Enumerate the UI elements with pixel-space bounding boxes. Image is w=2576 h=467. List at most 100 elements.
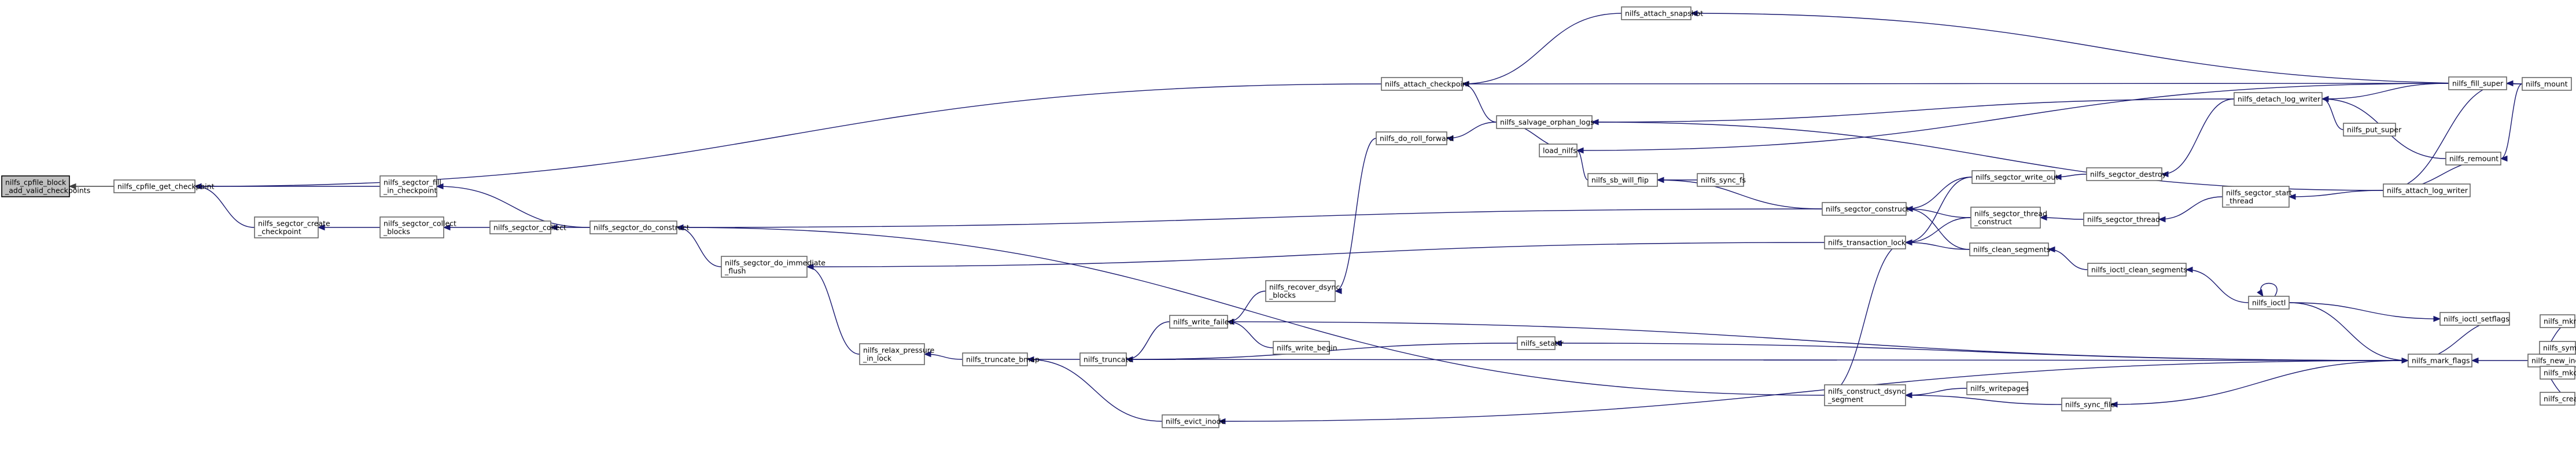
node-box — [1971, 170, 2055, 184]
edge-line — [1227, 321, 1274, 348]
node-label: nilfs_segctor_create — [258, 219, 330, 228]
node-evict[interactable]: nilfs_evict_inode — [1162, 414, 1226, 428]
node-label: nilfs_segctor_collect — [493, 223, 566, 232]
node-box — [2061, 398, 2111, 411]
node-getcp[interactable]: nilfs_cpfile_get_checkpoint — [113, 179, 214, 193]
edge-arrowhead — [68, 183, 76, 190]
node-label: nilfs_setattr — [1521, 339, 1564, 348]
node-attachlw[interactable]: nilfs_attach_log_writer — [2383, 183, 2471, 197]
node-box — [1376, 131, 1447, 145]
node-box — [1621, 6, 1691, 20]
edge-fillsuper-to-detachlw — [2321, 83, 2449, 102]
edge-line — [2161, 98, 2235, 175]
node-label: nilfs_recover_dsync — [1269, 283, 1340, 292]
node-mkdir[interactable]: nilfs_mkdir — [2540, 366, 2576, 380]
node-thrcons[interactable]: nilfs_segctor_thread_construct — [1970, 207, 2047, 229]
edge-fillsuper-to-attachcp — [1461, 80, 2449, 87]
node-cds[interactable]: nilfs_construct_dsync_segment — [1824, 384, 1906, 406]
node-create[interactable]: nilfs_segctor_create_checkpoint — [254, 216, 330, 238]
edge-arrowhead — [1226, 318, 1234, 325]
node-putsuper[interactable]: nilfs_put_super — [2343, 123, 2402, 137]
node-label: nilfs_segctor_start — [2226, 189, 2292, 197]
node-sconstruct[interactable]: nilfs_segctor_construct — [1822, 202, 1909, 216]
node-recover[interactable]: nilfs_recover_dsync_blocks — [1265, 280, 1340, 302]
node-relax[interactable]: nilfs_relax_pressure_in_lock — [859, 343, 935, 365]
node-mknod[interactable]: nilfs_mknod — [2540, 314, 2576, 328]
node-label: nilfs_remount — [2449, 155, 2498, 163]
node-box — [962, 352, 1028, 366]
edge-newinode-to-markflags — [2471, 357, 2529, 364]
node-markflags[interactable]: nilfs_mark_flags — [2408, 354, 2472, 367]
edge-syncfile-to-cds — [1904, 392, 2062, 405]
node-thread[interactable]: nilfs_segctor_thread — [2083, 212, 2160, 226]
node-label: nilfs_evict_inode — [1166, 417, 1226, 426]
node-startthr[interactable]: nilfs_segctor_start_thread — [2222, 186, 2292, 208]
edge-arrowhead — [2500, 155, 2508, 162]
node-ioctlclean[interactable]: nilfs_ioctl_clean_segments — [2087, 263, 2187, 277]
node-root: nilfs_cpfile_block_add_valid_checkpoints — [1, 175, 90, 197]
node-rollfwd[interactable]: nilfs_do_roll_forward — [1376, 131, 1454, 145]
node-snapshot[interactable]: nilfs_attach_snapshot — [1621, 6, 1703, 20]
edge-arrowhead — [1690, 10, 1698, 17]
edge-arrowhead — [194, 183, 202, 190]
node-translock[interactable]: nilfs_transaction_lock — [1824, 236, 1906, 249]
node-box — [589, 220, 677, 234]
node-destroy[interactable]: nilfs_segctor_destroy — [2086, 167, 2167, 181]
node-collect[interactable]: nilfs_segctor_collect — [489, 220, 566, 234]
node-doimm[interactable]: nilfs_segctor_do_immediate_flush — [721, 256, 826, 278]
edge-arrowhead — [1334, 288, 1342, 295]
edge-arrowhead — [1576, 147, 1584, 154]
node-doconstruct[interactable]: nilfs_segctor_do_construct — [589, 220, 690, 234]
edge-line — [2260, 282, 2278, 297]
node-attachcp[interactable]: nilfs_attach_checkpoint — [1381, 77, 1470, 91]
node-setattr[interactable]: nilfs_setattr — [1517, 336, 1564, 350]
node-fillsuper[interactable]: nilfs_fill_super — [2448, 76, 2507, 90]
node-truncate[interactable]: nilfs_truncate — [1079, 352, 1133, 366]
node-sbflip[interactable]: nilfs_sb_will_flip — [1587, 173, 1658, 187]
node-remount[interactable]: nilfs_remount — [2445, 152, 2501, 166]
node-label: nilfs_mount — [2526, 80, 2568, 89]
node-mount[interactable]: nilfs_mount — [2522, 77, 2572, 91]
edge-rollfwd-to-recover — [1334, 138, 1377, 295]
edge-line — [1906, 208, 1971, 218]
node-label: nilfs_segctor_do_construct — [594, 223, 690, 232]
node-symlink[interactable]: nilfs_symlink — [2539, 341, 2576, 355]
edge-line — [1027, 359, 1163, 422]
node-ioctl[interactable]: nilfs_ioctl — [2248, 296, 2290, 310]
node-box — [2540, 366, 2575, 380]
node-syncfile[interactable]: nilfs_sync_file — [2061, 398, 2115, 411]
node-fillin[interactable]: nilfs_segctor_fill_in_checkpoint — [379, 175, 441, 197]
edge-line — [2048, 249, 2088, 270]
node-create2[interactable]: nilfs_create — [2540, 392, 2576, 406]
node-cleanseg[interactable]: nilfs_clean_segments — [1969, 242, 2050, 256]
node-label: nilfs_ioctl — [2252, 299, 2286, 307]
node-label: _thread — [2225, 197, 2253, 205]
node-truncbmap[interactable]: nilfs_truncate_bmap — [962, 352, 1040, 366]
edge-arrowhead — [1461, 80, 1469, 87]
edge-ioctl-to-ioctlsetflags — [2288, 302, 2441, 322]
edge-line — [1824, 242, 1906, 396]
node-collblk[interactable]: nilfs_segctor_collect_blocks — [379, 216, 456, 238]
edge-layer — [68, 10, 2576, 425]
node-writefailed[interactable]: nilfs_write_failed — [1169, 315, 1233, 329]
edge-line — [2321, 83, 2449, 100]
node-syncfs[interactable]: nilfs_sync_fs — [1697, 173, 1746, 187]
node-label: nilfs_segctor_do_immediate — [725, 259, 826, 267]
edge-attachcp-to-getcp — [194, 83, 1382, 190]
node-writeout[interactable]: nilfs_segctor_write_out — [1971, 170, 2058, 184]
node-box — [2343, 123, 2396, 137]
node-label: nilfs_cpfile_get_checkpoint — [117, 182, 214, 191]
node-salvage[interactable]: nilfs_salvage_orphan_logs — [1496, 115, 1594, 129]
edge-line — [1227, 321, 2409, 361]
node-writepages[interactable]: nilfs_writepages — [1966, 381, 2029, 395]
edge-line — [2500, 83, 2523, 159]
node-detachlw[interactable]: nilfs_detach_log_writer — [2234, 92, 2323, 106]
node-writebegin[interactable]: nilfs_write_begin — [1273, 341, 1337, 355]
edge-line — [1462, 83, 1497, 123]
node-ioctlsetflags[interactable]: nilfs_ioctl_setflags — [2439, 312, 2510, 326]
node-loadnilfs[interactable]: load_nilfs — [1539, 144, 1578, 157]
edge-arrowhead — [1026, 356, 1034, 363]
edge-line — [1905, 388, 1967, 396]
node-newinode[interactable]: nilfs_new_inode — [2527, 354, 2576, 367]
